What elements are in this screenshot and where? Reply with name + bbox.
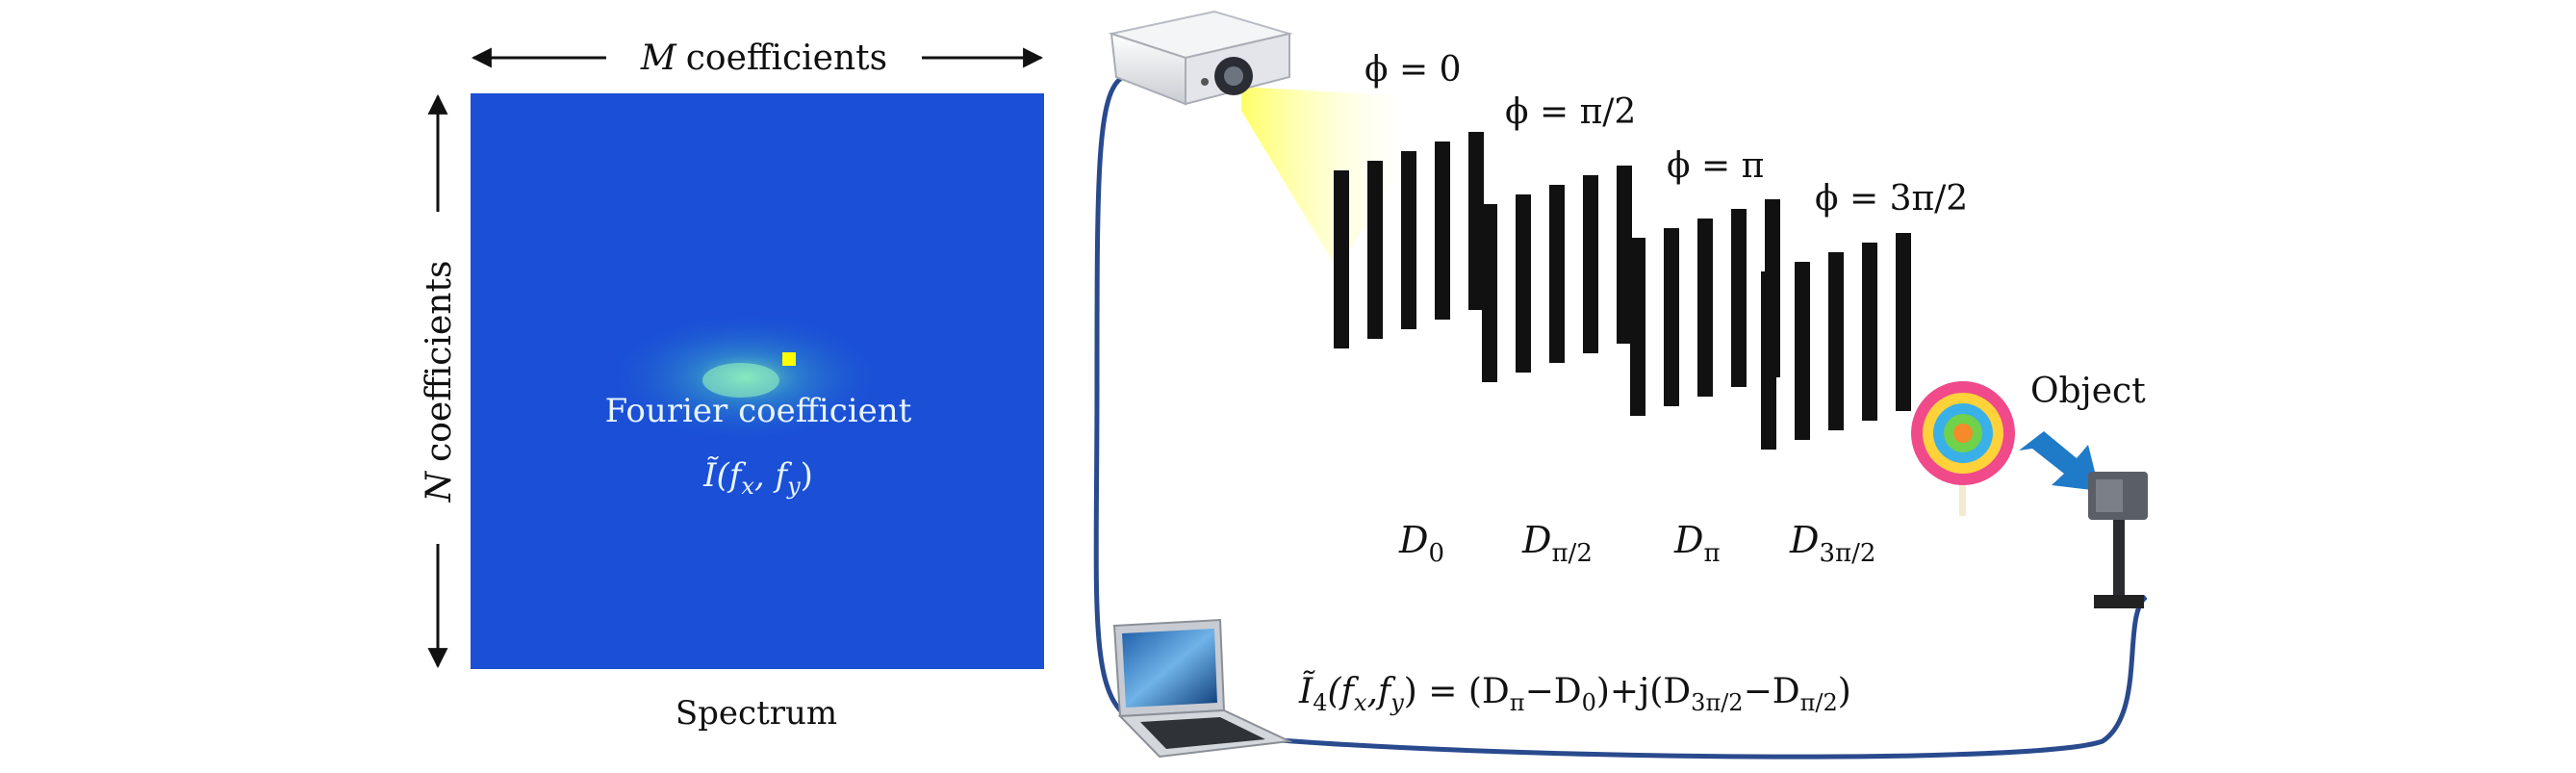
height-label: Ncoefficients bbox=[420, 261, 459, 503]
laptop bbox=[1112, 618, 1293, 759]
reconstruction-formula: Ĩ4(fx,fy) = (Dπ−D0)+j(D3π/2−Dπ/2) bbox=[1298, 671, 1851, 716]
fringe-stripe bbox=[1468, 132, 1484, 310]
fringe-stripe bbox=[1896, 233, 1911, 411]
projector-lens-inner bbox=[1224, 66, 1243, 86]
detector-post bbox=[2113, 520, 2125, 597]
fringe-stripe bbox=[1664, 228, 1679, 406]
projector bbox=[1108, 10, 1405, 270]
phase-label-3pi-half: ϕ = 3π/2 bbox=[1815, 179, 1968, 219]
measurement-label-d-pi: Dπ bbox=[1673, 519, 1721, 568]
fringe-stripe bbox=[1334, 170, 1349, 348]
fringe-pattern-phase-pi bbox=[1630, 199, 1780, 416]
lollipop-ring bbox=[1953, 424, 1973, 443]
fringe-stripe bbox=[1630, 238, 1645, 416]
fringe-stripe bbox=[1367, 161, 1383, 339]
fringe-stripe bbox=[1697, 219, 1713, 397]
laptop-screen bbox=[1122, 629, 1217, 708]
projector-button bbox=[1201, 78, 1209, 86]
fringe-stripe bbox=[1516, 194, 1531, 373]
fringe-stripe bbox=[1617, 166, 1632, 344]
fringe-pattern-phase-0 bbox=[1334, 132, 1484, 348]
light-beam bbox=[1241, 87, 1405, 270]
object-to-detector-arrow bbox=[2019, 431, 2100, 491]
fringe-stripe bbox=[1583, 175, 1598, 353]
single-pixel-detector bbox=[2088, 472, 2148, 608]
phase-label-0: ϕ = 0 bbox=[1365, 50, 1462, 90]
measurement-label-d-pi-half: Dπ/2 bbox=[1521, 519, 1593, 568]
fourier-coefficient-marker bbox=[782, 352, 796, 366]
spectrum-caption: Spectrum bbox=[676, 694, 837, 733]
fringe-stripe bbox=[1828, 252, 1844, 430]
object-lollipop bbox=[1911, 381, 2015, 516]
measurement-label-d0: D0 bbox=[1398, 519, 1444, 568]
detector-front bbox=[2096, 479, 2123, 512]
fourier-coefficient-label: Fourier coefficient bbox=[605, 392, 912, 430]
measurement-label-d-3pi-half: D3π/2 bbox=[1789, 519, 1875, 568]
fringe-stripe bbox=[1761, 271, 1776, 450]
object-label: Object bbox=[2030, 372, 2146, 411]
spectrum-center-core bbox=[702, 363, 779, 398]
fringe-stripe bbox=[1731, 209, 1747, 387]
fringe-stripe bbox=[1862, 243, 1877, 421]
fourier-coefficient-symbol: Ĩ(fx, fy) bbox=[702, 456, 813, 500]
fringe-stripe bbox=[1435, 142, 1450, 320]
fringe-pattern-phase-3pi-half bbox=[1761, 233, 1911, 450]
phase-label-pi-half: ϕ = π/2 bbox=[1505, 92, 1636, 132]
fringe-pattern-phase-pi-half bbox=[1482, 166, 1632, 382]
detector-base bbox=[2094, 595, 2144, 608]
phase-label-pi: ϕ = π bbox=[1667, 146, 1764, 186]
fringe-stripe bbox=[1795, 262, 1810, 440]
fringe-stripe bbox=[1482, 204, 1497, 382]
fringe-stripe bbox=[1549, 185, 1565, 363]
laptop-keyboard bbox=[1140, 717, 1265, 749]
fringe-stripe bbox=[1401, 151, 1416, 329]
